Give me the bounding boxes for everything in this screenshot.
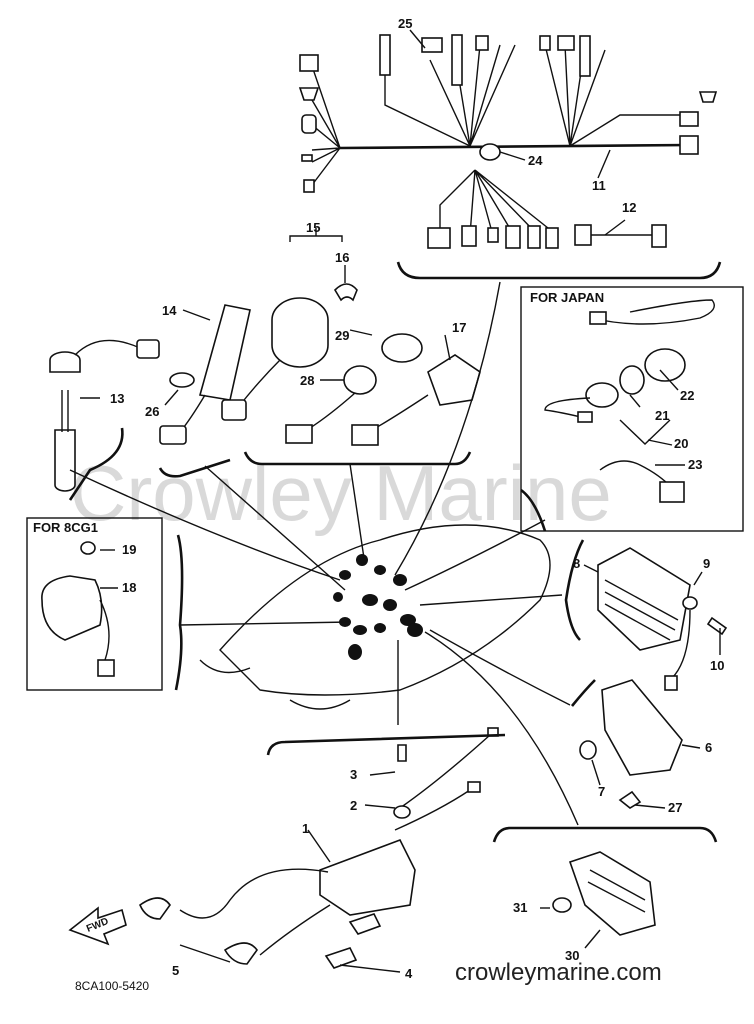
- for-japan-panel: FOR JAPAN: [520, 286, 744, 532]
- regulator-group: [492, 826, 718, 936]
- part-label-22: 22: [680, 388, 694, 403]
- part-label-30: 30: [565, 948, 579, 963]
- part-labels: 1 2 3 4 5 6 7 8 9 10 11 12 13 14 15 16 1…: [110, 16, 724, 981]
- part-label-7: 7: [598, 784, 605, 799]
- part-label-4: 4: [405, 966, 413, 981]
- part-label-29: 29: [335, 328, 349, 343]
- part-label-21: 21: [655, 408, 669, 423]
- part-label-18: 18: [122, 580, 136, 595]
- part-label-16: 16: [335, 250, 349, 265]
- for-8cg1-panel: FOR 8CG1: [26, 517, 184, 691]
- part-label-12: 12: [622, 200, 636, 215]
- part-label-9: 9: [703, 556, 710, 571]
- part-label-11: 11: [592, 178, 606, 193]
- part-label-31: 31: [513, 900, 527, 915]
- part-label-3: 3: [350, 767, 357, 782]
- rectifier-group: [564, 539, 728, 691]
- part-label-17: 17: [452, 320, 466, 335]
- part-label-8: 8: [573, 556, 580, 571]
- part-label-24: 24: [528, 153, 543, 168]
- website-caption: crowleymarine.com: [455, 959, 662, 986]
- hull-hub: [69, 281, 579, 826]
- part-label-10: 10: [710, 658, 724, 673]
- part-label-28: 28: [300, 373, 314, 388]
- drawing-code: 8CA100-5420: [75, 979, 149, 993]
- part-label-20: 20: [674, 436, 688, 451]
- part-label-25: 25: [398, 16, 412, 31]
- upper-middle-parts: [49, 228, 481, 501]
- for-8cg1-label: FOR 8CG1: [33, 520, 98, 535]
- ignition-coil-group: [139, 727, 506, 969]
- part-label-5: 5: [172, 963, 179, 978]
- part-label-26: 26: [145, 404, 159, 419]
- part-label-23: 23: [688, 457, 702, 472]
- part-label-1: 1: [302, 821, 309, 836]
- part-label-19: 19: [122, 542, 136, 557]
- label-leaders: [80, 29, 721, 973]
- part-label-13: 13: [110, 391, 124, 406]
- part-label-14: 14: [162, 303, 177, 318]
- part-label-27: 27: [668, 800, 682, 815]
- wire-harness: [298, 34, 722, 280]
- part-label-15: 15: [306, 220, 320, 235]
- for-japan-label: FOR JAPAN: [530, 290, 604, 305]
- cdi-unit-group: [570, 679, 683, 809]
- watermark: Crowley Marine: [70, 449, 612, 537]
- fwd-arrow-icon: FWD: [68, 906, 127, 946]
- part-label-2: 2: [350, 798, 357, 813]
- part-label-6: 6: [705, 740, 712, 755]
